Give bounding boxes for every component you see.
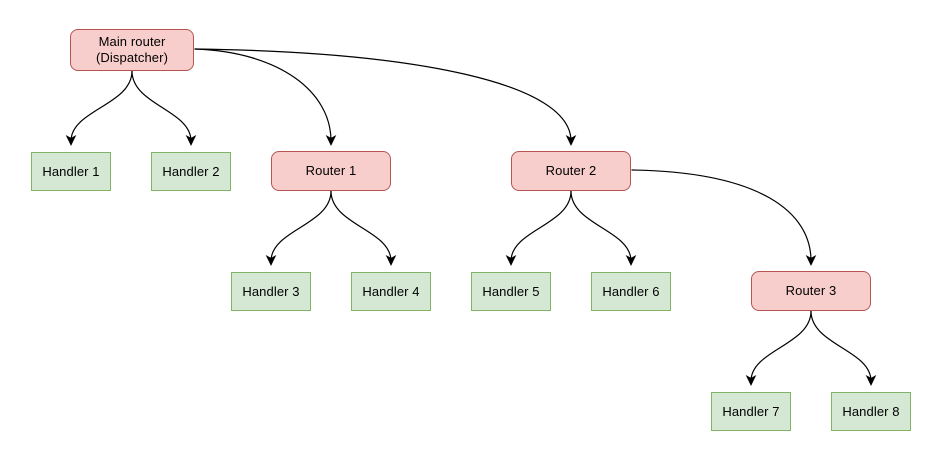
node-label: Handler 5 [482,283,540,299]
node-main-router[interactable]: Main router (Dispatcher) [70,29,194,71]
node-handler-2[interactable]: Handler 2 [151,152,231,191]
node-label: Handler 2 [162,163,220,179]
node-handler-4[interactable]: Handler 4 [351,272,431,311]
node-router-1[interactable]: Router 1 [271,151,391,191]
edge-main-router-to-handler-2[interactable] [131,70,197,147]
edge-router-2-to-handler-6[interactable] [570,190,637,267]
node-label: Handler 4 [362,283,420,299]
node-handler-8[interactable]: Handler 8 [831,392,911,431]
node-label: Handler 8 [842,403,900,419]
edge-router-3-to-handler-7[interactable] [745,310,812,387]
node-label: Handler 3 [242,283,300,299]
node-router-3[interactable]: Router 3 [751,271,871,311]
edge-router-2-to-handler-5[interactable] [505,190,572,267]
edge-main-router-to-router-1[interactable] [194,48,337,147]
edge-router-3-to-handler-8[interactable] [810,310,877,387]
edge-main-router-to-handler-1[interactable] [65,70,133,147]
node-label: Handler 6 [602,283,660,299]
edge-router-2-to-router-3[interactable] [631,169,817,267]
node-label: Router 3 [785,283,837,298]
node-label: Handler 1 [42,163,100,179]
node-handler-6[interactable]: Handler 6 [591,272,671,311]
node-handler-7[interactable]: Handler 7 [711,392,791,431]
edge-router-1-to-handler-4[interactable] [330,190,397,267]
edge-router-1-to-handler-3[interactable] [265,190,332,267]
node-label: Router 1 [305,163,357,178]
edges-group [65,48,877,387]
edge-main-router-to-router-2[interactable] [194,48,577,147]
node-label: Router 2 [545,163,597,178]
node-handler-1[interactable]: Handler 1 [31,152,111,191]
node-handler-3[interactable]: Handler 3 [231,272,311,311]
node-label: Handler 7 [722,403,780,419]
node-label: Main router (Dispatcher) [96,34,168,65]
node-handler-5[interactable]: Handler 5 [471,272,551,311]
node-router-2[interactable]: Router 2 [511,151,631,191]
